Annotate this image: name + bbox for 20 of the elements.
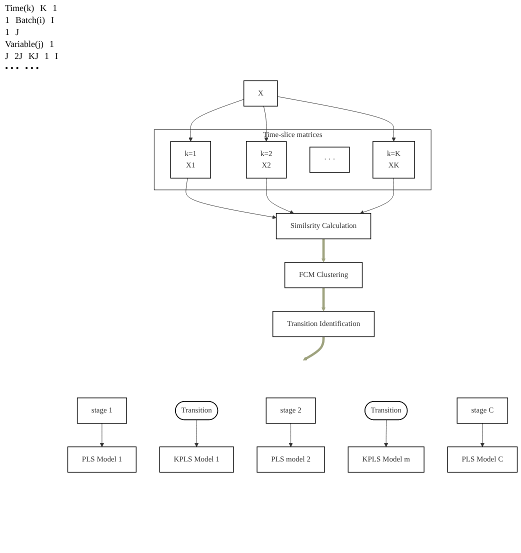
axis-label: • • • [24, 63, 39, 73]
axis-label: 1 [52, 3, 58, 13]
axis-label: 2J [14, 51, 23, 61]
axis-label: KJ [28, 51, 39, 61]
axis-label: 1 [5, 27, 10, 37]
arrow [302, 336, 325, 360]
axis-label: • • • [5, 63, 19, 73]
axis-label: 1 [49, 39, 54, 49]
axis-label: Time(k) [5, 3, 34, 13]
axis-label: J [16, 27, 20, 37]
axis-label: Variable(j) [5, 39, 44, 49]
arrow [321, 288, 326, 312]
arrow [321, 238, 326, 263]
axis-label: I [55, 51, 58, 61]
axis-label: Batch(i) [16, 15, 45, 25]
axis-label: J [5, 51, 9, 61]
axis-label: 1 [44, 51, 50, 61]
axis-label: K [40, 3, 47, 13]
axis-label: I [51, 15, 54, 25]
axis-label: 1 [5, 15, 10, 25]
